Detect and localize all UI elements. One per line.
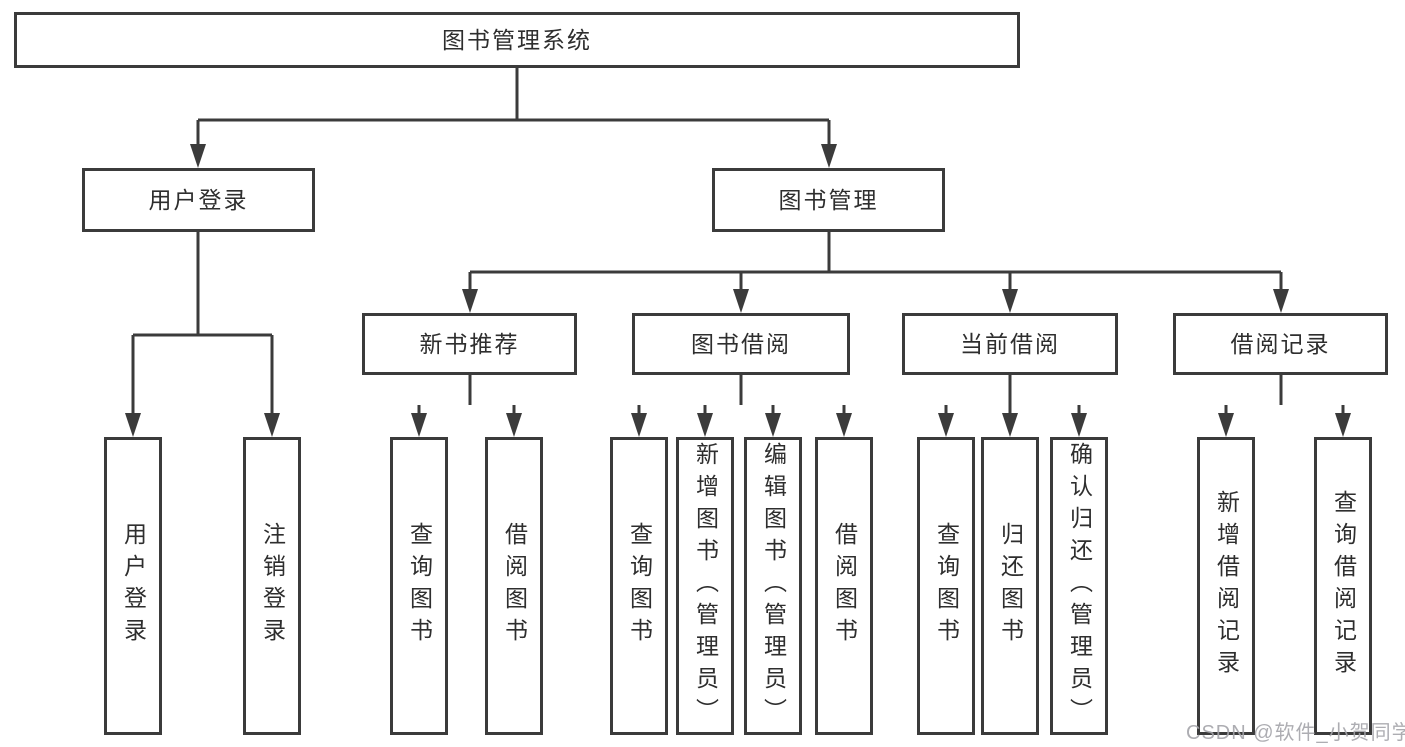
node-current-borrowing: 当前借阅 — [902, 313, 1118, 375]
leaf-query-books-borrowing: 查询图书 — [610, 437, 668, 735]
node-borrowing-records: 借阅记录 — [1173, 313, 1388, 375]
leaf-edit-books-admin: 编辑图书（管理员） — [744, 437, 802, 735]
leaf-borrow-books: 借阅图书 — [815, 437, 873, 735]
node-book-management-module: 图书管理 — [712, 168, 945, 232]
node-library-management-system: 图书管理系统 — [14, 12, 1020, 68]
leaf-confirm-return-admin: 确认归还（管理员） — [1050, 437, 1108, 735]
arrowheads — [125, 144, 1351, 437]
leaf-logout: 注销登录 — [243, 437, 301, 735]
leaf-borrow-books-recommend: 借阅图书 — [485, 437, 543, 735]
node-book-borrowing: 图书借阅 — [632, 313, 850, 375]
leaf-query-books-recommend: 查询图书 — [390, 437, 448, 735]
node-new-book-recommendation: 新书推荐 — [362, 313, 577, 375]
leaf-add-books-admin: 新增图书（管理员） — [676, 437, 734, 735]
leaf-add-borrow-record: 新增借阅记录 — [1197, 437, 1255, 735]
node-user-login-module: 用户登录 — [82, 168, 315, 232]
leaf-user-login: 用户登录 — [104, 437, 162, 735]
csdn-watermark: CSDN @软件_小贺同学 — [1186, 722, 1405, 744]
leaf-query-books-current: 查询图书 — [917, 437, 975, 735]
leaf-query-borrow-record: 查询借阅记录 — [1314, 437, 1372, 735]
leaf-return-books: 归还图书 — [981, 437, 1039, 735]
